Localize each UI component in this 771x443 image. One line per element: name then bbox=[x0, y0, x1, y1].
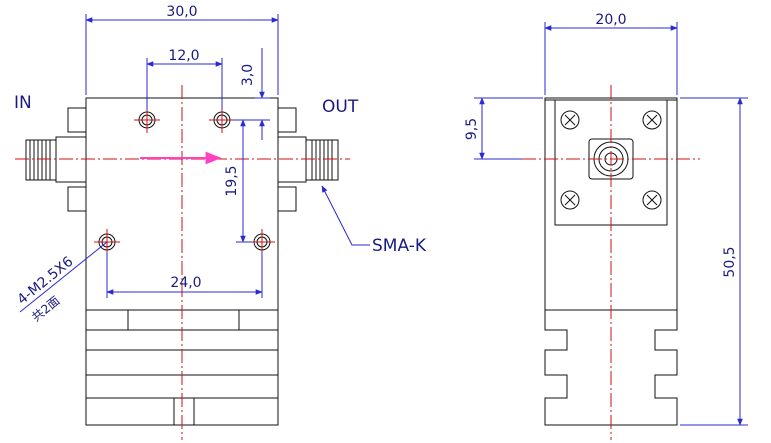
port-in-label: IN bbox=[14, 93, 32, 113]
front-view: 30,0 12,0 3,0 19,5 24,0 bbox=[14, 4, 427, 440]
dim-overall-width-label: 30,0 bbox=[166, 4, 197, 20]
dim-hole-spacing-top: 12,0 bbox=[146, 48, 223, 110]
flange-screws bbox=[560, 110, 662, 210]
dim-hole-spacing-bottom: 24,0 bbox=[106, 252, 263, 298]
dim-hole-spacing-top-label: 12,0 bbox=[168, 48, 199, 64]
dim-connector-height: 9,5 bbox=[464, 97, 543, 160]
dim-top-offset-label: 3,0 bbox=[240, 64, 256, 86]
dim-overall-width: 30,0 bbox=[85, 4, 279, 95]
dim-side-width: 20,0 bbox=[544, 12, 678, 95]
dim-side-width-label: 20,0 bbox=[595, 12, 626, 28]
dim-hole-spacing-vertical: 19,5 bbox=[224, 119, 252, 243]
dim-overall-height-label: 50,5 bbox=[722, 246, 738, 277]
in-connector bbox=[25, 107, 87, 212]
dim-overall-height: 50,5 bbox=[680, 97, 748, 426]
side-view: 20,0 9,5 50,5 bbox=[464, 12, 748, 440]
dim-hole-spacing-vertical-label: 19,5 bbox=[224, 165, 240, 196]
dim-hole-spacing-bottom-label: 24,0 bbox=[170, 275, 201, 291]
dim-top-offset: 3,0 bbox=[232, 48, 270, 140]
side-heatsink bbox=[544, 309, 678, 426]
dim-connector-height-label: 9,5 bbox=[464, 118, 480, 140]
port-out-label: OUT bbox=[322, 97, 359, 117]
out-connector bbox=[277, 107, 339, 212]
connector-label: SMA-K bbox=[372, 236, 427, 256]
connector-callout: SMA-K bbox=[321, 185, 427, 256]
side-centerlines bbox=[522, 85, 700, 440]
